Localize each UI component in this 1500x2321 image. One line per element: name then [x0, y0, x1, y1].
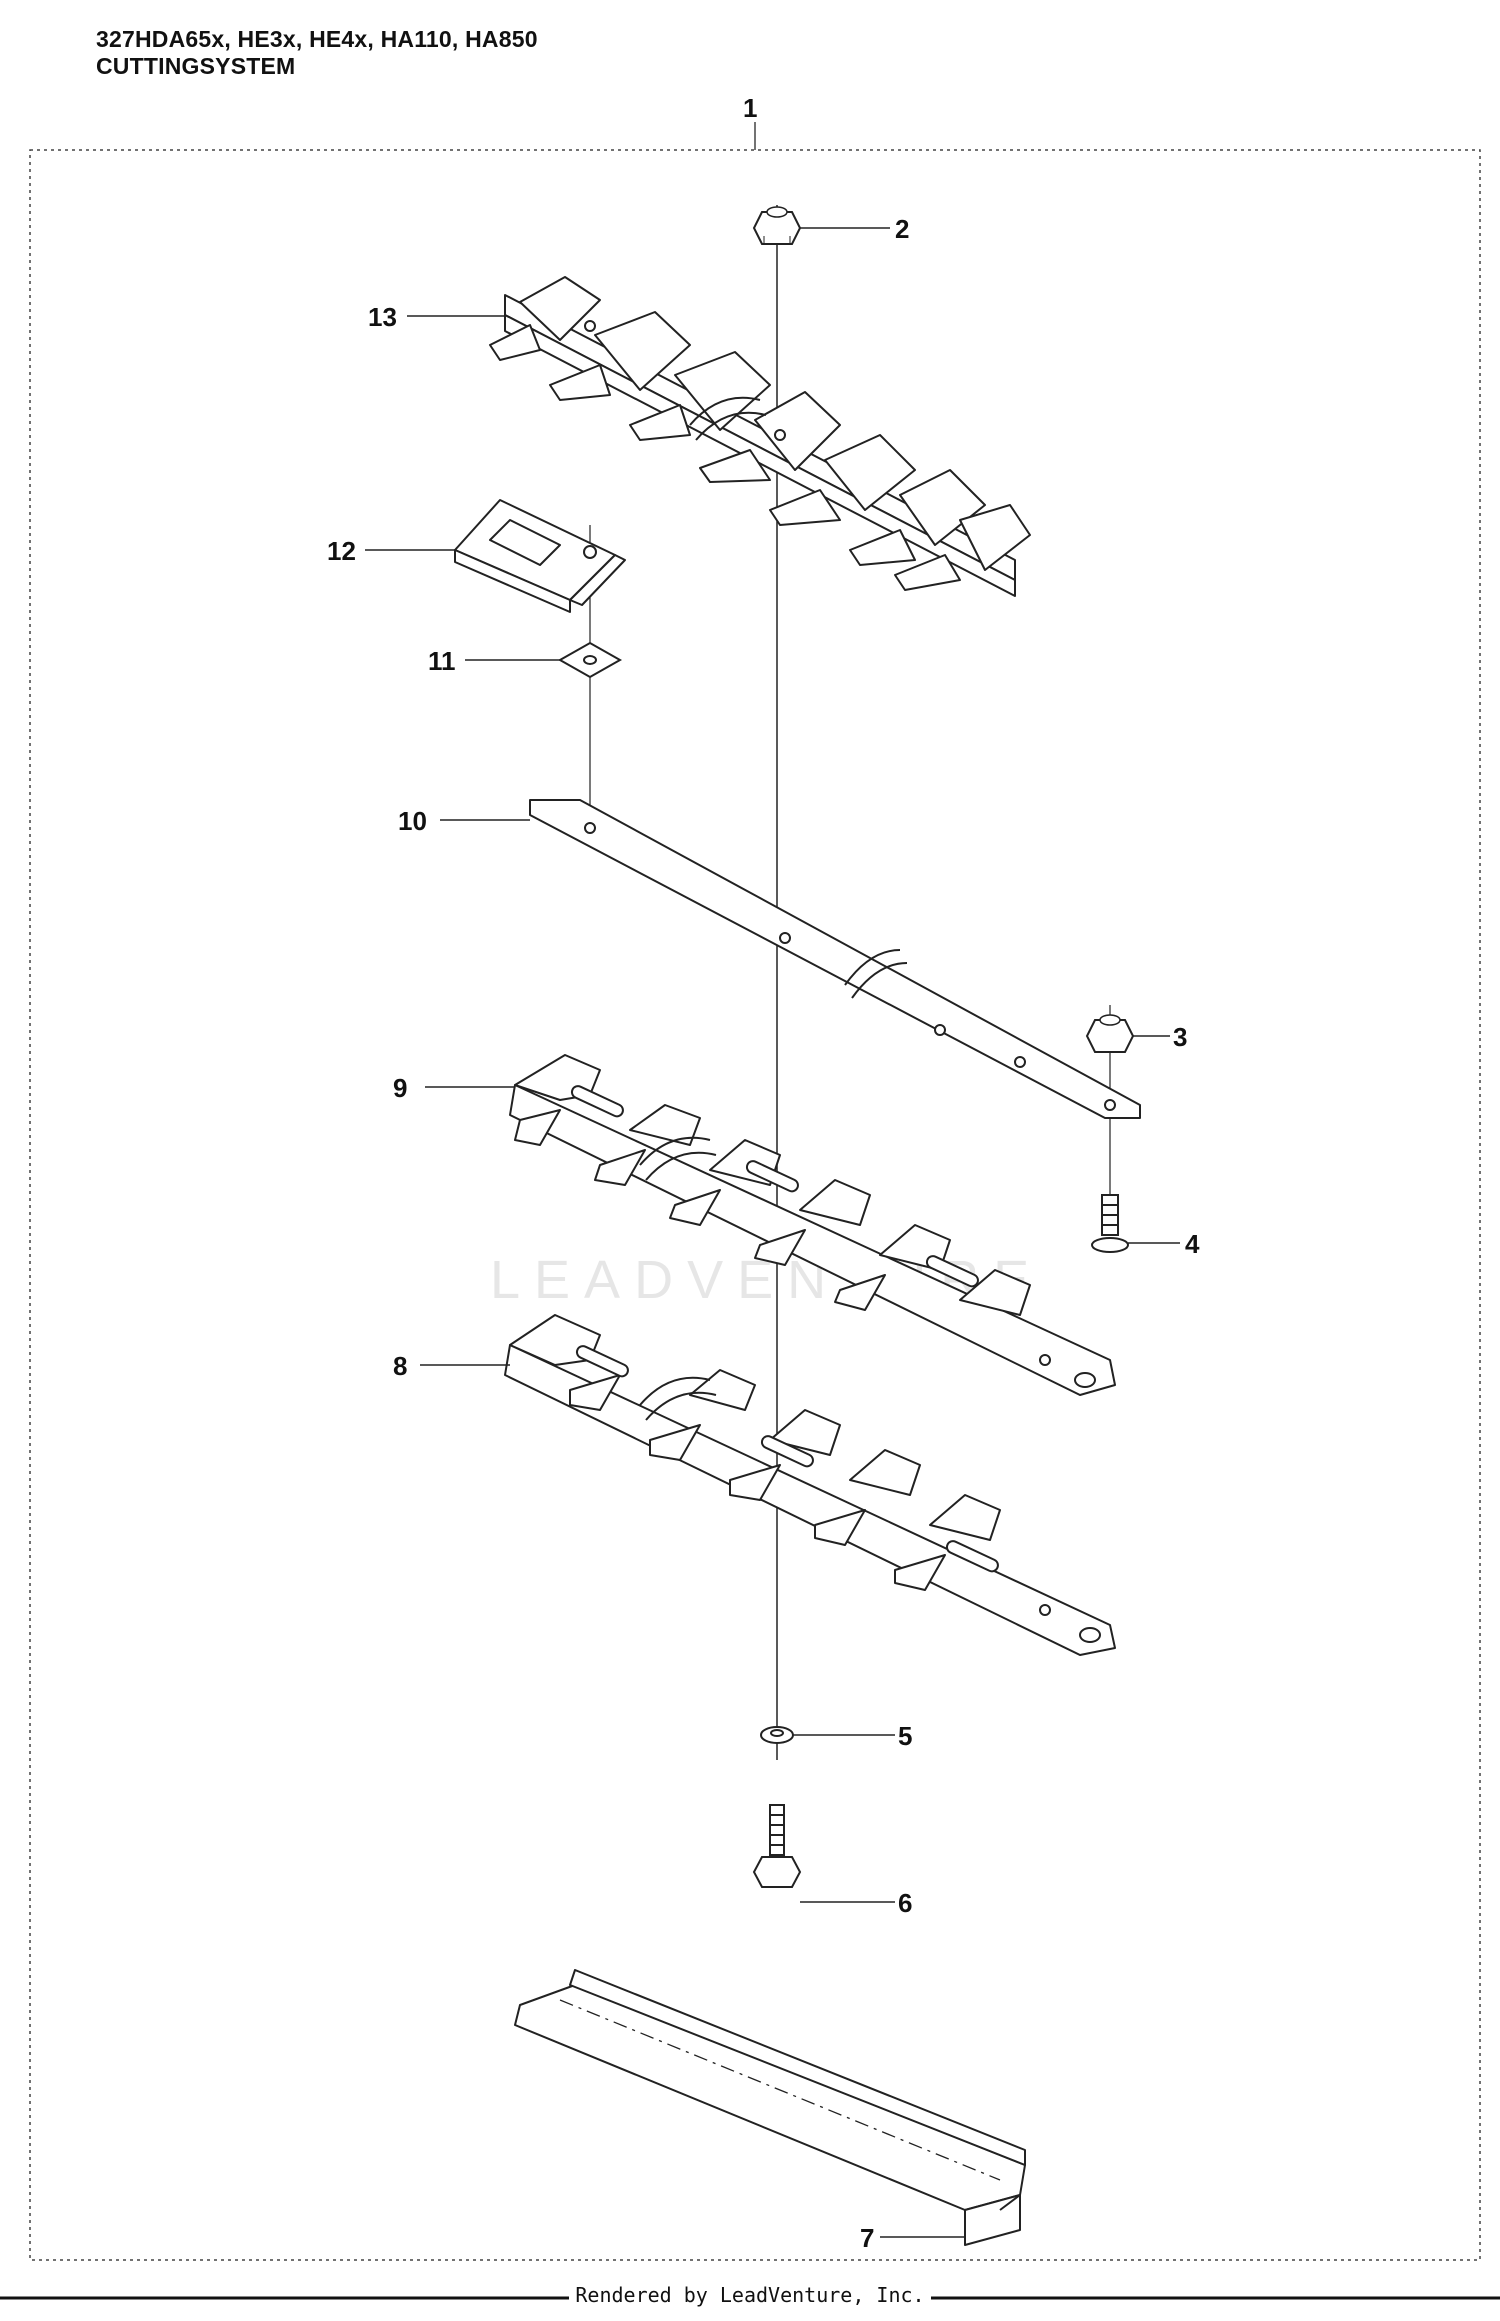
callout-1[interactable]: 1	[743, 93, 757, 123]
part-9-upper-blade[interactable]	[509, 1054, 1116, 1396]
callout-10[interactable]: 10	[398, 806, 427, 836]
part-5-washer[interactable]	[760, 1726, 794, 1744]
part-4-screw[interactable]	[1091, 1194, 1129, 1253]
part-13-blade-guard[interactable]	[489, 276, 1031, 597]
callout-5[interactable]: 5	[898, 1721, 912, 1751]
callout-13[interactable]: 13	[368, 302, 397, 332]
footer-credit: Rendered by LeadVenture, Inc.	[0, 2283, 1500, 2307]
callout-4[interactable]: 4	[1185, 1229, 1200, 1259]
callout-7[interactable]: 7	[860, 2223, 874, 2253]
part-3-nut[interactable]	[1085, 1014, 1135, 1053]
callout-9[interactable]: 9	[393, 1073, 407, 1103]
part-12-guide[interactable]	[454, 499, 626, 613]
callout-leaders	[365, 227, 1180, 2238]
part-2-nut[interactable]	[752, 206, 802, 245]
callout-3[interactable]: 3	[1173, 1022, 1187, 1052]
part-7-transport-guard[interactable]	[514, 1969, 1026, 2246]
diagram-title-section: CUTTINGSYSTEM	[96, 53, 296, 79]
callout-12[interactable]: 12	[327, 536, 356, 566]
callout-2[interactable]: 2	[895, 214, 909, 244]
callout-11[interactable]: 11	[428, 646, 456, 676]
callout-8[interactable]: 8	[393, 1351, 407, 1381]
assembly-frame	[29, 149, 1481, 2261]
part-8-lower-blade[interactable]	[504, 1314, 1116, 1656]
part-10-spacer-bar[interactable]	[529, 799, 1141, 1119]
callout-6[interactable]: 6	[898, 1888, 912, 1918]
part-11-washer-plate[interactable]	[557, 641, 623, 679]
footer-text: Rendered by LeadVenture, Inc.	[569, 2283, 931, 2307]
diagram-title-models: 327HDA65x, HE3x, HE4x, HA110, HA850	[96, 26, 538, 52]
part-6-bolt[interactable]	[752, 1804, 802, 1888]
